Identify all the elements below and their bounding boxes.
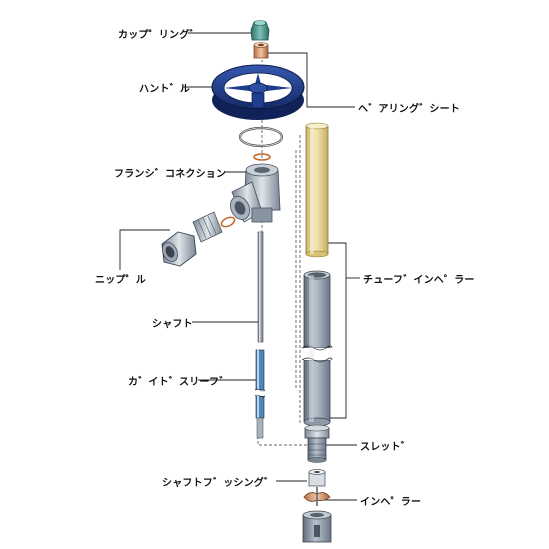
impeller-part xyxy=(303,487,331,506)
leader-bearing-seat xyxy=(268,52,355,108)
label-coupling: カップ゜リング゛ xyxy=(118,30,200,41)
shaft-part xyxy=(257,231,264,343)
label-handle: ハント゛ル xyxy=(139,84,190,95)
leader-nipple xyxy=(119,229,170,270)
label-thread: スレット゛ xyxy=(360,442,411,453)
nipple-part xyxy=(161,211,236,267)
shaft-bushing-part xyxy=(308,469,326,487)
label-guide-sleeve: カ゛イト゛スリーフ゛ xyxy=(128,377,230,388)
leader-lines xyxy=(119,32,360,501)
label-shaft: シャフト xyxy=(152,319,193,330)
thread-part xyxy=(304,424,330,463)
label-bearing-seat: ヘ゛アリング゛シート xyxy=(358,104,460,115)
tube-impeller-part xyxy=(301,122,333,427)
assembly-guides xyxy=(257,45,308,446)
handle-wheel-part xyxy=(211,64,305,120)
label-shaft-bushing: シャフトフ゛ッシング゛ xyxy=(162,478,275,489)
label-tube-impeller: チューフ゛インヘ゜ラー xyxy=(363,275,475,286)
label-nipple: ニップ゜ル xyxy=(95,275,146,286)
flange-connection-part xyxy=(229,163,281,223)
snap-ring-part xyxy=(238,126,284,148)
bearing-seat-part xyxy=(253,42,269,59)
label-flange-connection: フランシ゛コネクション xyxy=(114,169,227,180)
coupling-part xyxy=(250,20,270,41)
washer-part xyxy=(253,153,271,161)
label-impeller: インヘ゜ラー xyxy=(360,497,422,508)
guide-sleeve-part xyxy=(254,349,266,439)
leader-tube-impeller xyxy=(323,242,347,419)
bottom-housing-part xyxy=(302,510,332,543)
